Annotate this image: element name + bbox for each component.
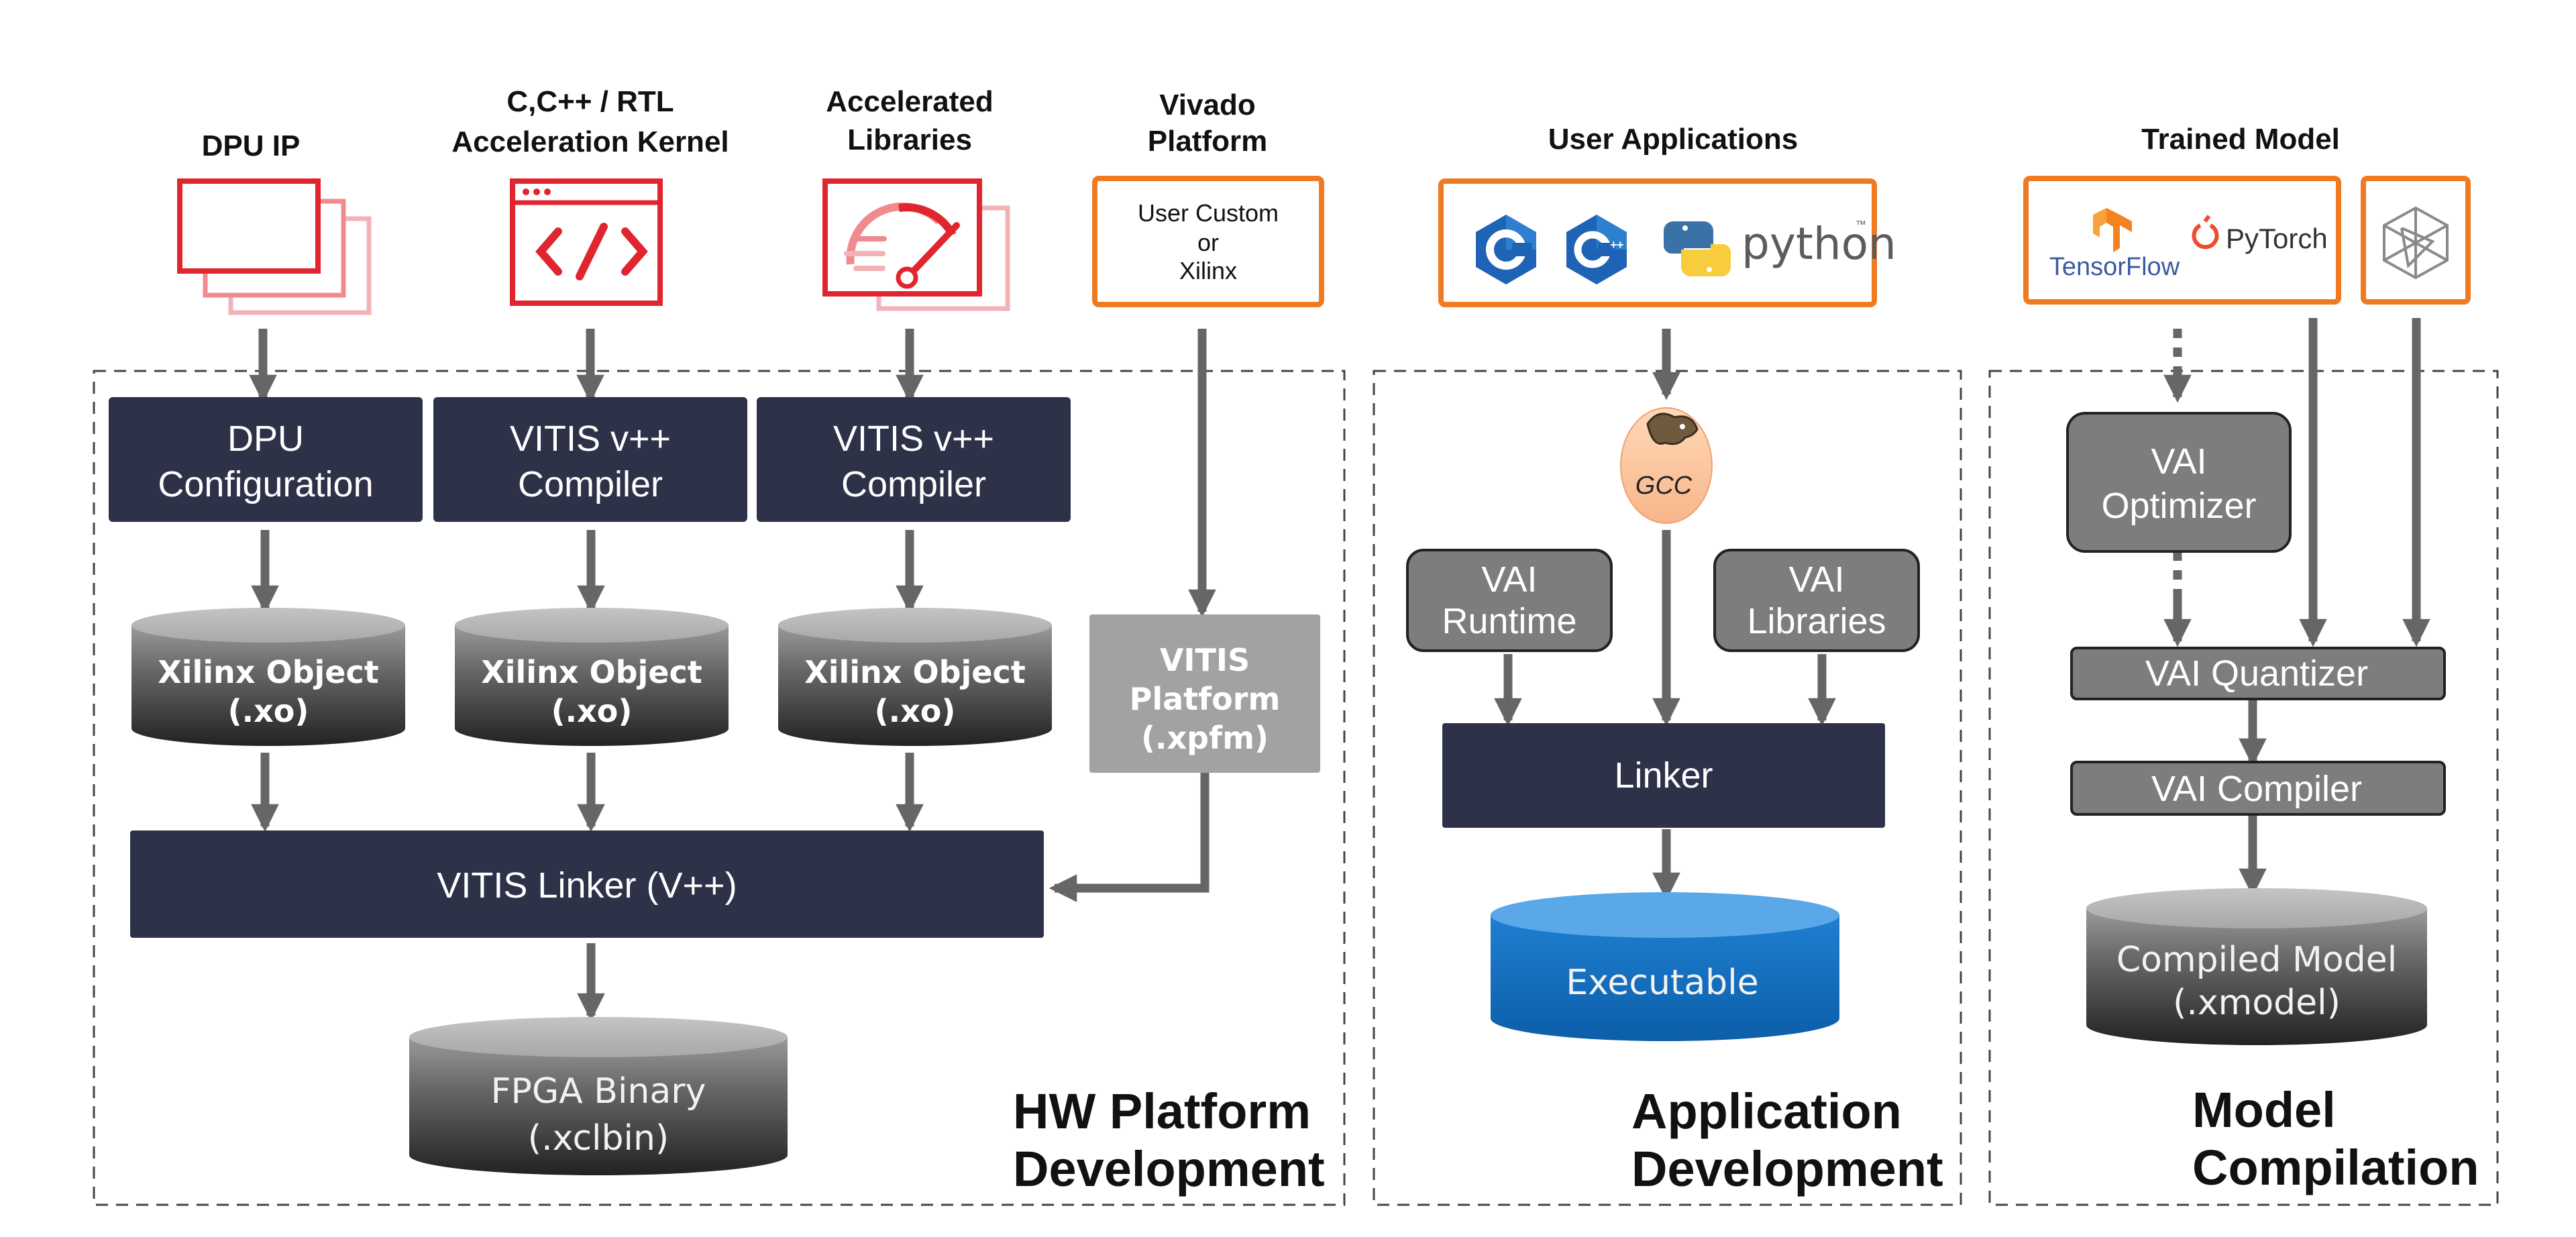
code-window-icon <box>510 178 663 306</box>
compiled-model-cylinder <box>2086 888 2427 1045</box>
header-vivado-line2: Platform <box>1148 125 1267 158</box>
app-linker-label: Linker <box>1614 755 1713 796</box>
onnx-logo-icon <box>2383 206 2449 280</box>
vitis-compiler-box-1 <box>433 397 747 522</box>
compiled-model-line1: Compiled Model <box>2116 940 2397 980</box>
dpu-ip-icon <box>177 178 372 315</box>
vitis-compiler-1-line1: VITIS v++ <box>510 419 671 459</box>
flow-arrows <box>249 318 2430 1022</box>
xilinx-object-1-line1: Xilinx Object <box>158 654 378 690</box>
vai-compiler-label: VAI Compiler <box>2151 769 2362 809</box>
header-kernel-line1: C,C++ / RTL <box>506 85 674 118</box>
fpga-binary-cylinder <box>409 1017 788 1175</box>
vai-quantizer-label: VAI Quantizer <box>2145 653 2368 694</box>
cpp-language-icon: + + <box>1566 215 1627 284</box>
vivado-box-line1: User Custom <box>1138 199 1279 227</box>
header-dpu-ip: DPU IP <box>202 129 301 162</box>
vitis-compiler-1-line2: Compiler <box>518 464 663 504</box>
dpu-configuration-line1: DPU <box>227 419 304 459</box>
vitis-linker-label: VITIS Linker (V++) <box>437 865 737 906</box>
speedometer-library-icon <box>822 178 1010 311</box>
vai-libraries-line2: Libraries <box>1747 601 1886 641</box>
xilinx-object-2-line1: Xilinx Object <box>481 654 702 690</box>
user-applications-box <box>1438 178 1877 307</box>
xilinx-object-2-line2: (.xo) <box>551 693 633 729</box>
vitis-compiler-box-2 <box>757 397 1071 522</box>
python-trademark: ™ <box>1856 219 1866 231</box>
svg-text:+: + <box>1610 238 1617 252</box>
tensorflow-label: TensorFlow <box>2049 253 2180 281</box>
compiled-model-line2: (.xmodel) <box>2173 983 2341 1023</box>
header-libs-line2: Libraries <box>847 123 972 156</box>
pytorch-logo-icon <box>2192 215 2219 250</box>
vitis-linker-box <box>130 830 1044 938</box>
vitis-compiler-2-line2: Compiler <box>841 464 986 504</box>
xilinx-object-3-line1: Xilinx Object <box>804 654 1025 690</box>
vai-libraries-line1: VAI <box>1788 559 1844 600</box>
header-vivado-line1: Vivado <box>1159 89 1255 121</box>
vivado-platform-box <box>1092 176 1324 307</box>
model-compilation-title-line2: Compilation <box>2192 1140 2479 1195</box>
python-logo-icon <box>1664 221 1731 276</box>
fpga-binary-line2: (.xclbin) <box>528 1118 669 1159</box>
executable-cylinder <box>1491 892 1839 1041</box>
dpu-configuration-line2: Configuration <box>158 464 373 504</box>
vai-libraries-box <box>1713 549 1920 652</box>
vai-runtime-box <box>1406 549 1613 652</box>
app-development-title-line2: Development <box>1631 1141 1943 1197</box>
vai-optimizer-line1: VAI <box>2151 441 2206 482</box>
vivado-box-line2: or <box>1197 229 1219 256</box>
vivado-box-line3: Xilinx <box>1179 257 1237 284</box>
executable-label: Executable <box>1566 963 1758 1003</box>
vai-compiler-box <box>2070 761 2446 816</box>
header-trained-model: Trained Model <box>2141 123 2340 156</box>
python-wordmark: python <box>1741 218 1896 270</box>
model-compilation-frame <box>1988 370 2499 1206</box>
header-libs-line1: Accelerated <box>826 85 993 118</box>
xilinx-object-1-line2: (.xo) <box>228 693 309 729</box>
vai-optimizer-line2: Optimizer <box>2101 486 2256 526</box>
xilinx-object-cylinder-1 <box>131 608 405 746</box>
svg-text:+: + <box>1617 238 1624 252</box>
hw-platform-title-line1: HW Platform <box>1013 1083 1311 1139</box>
vitis-platform-line1: VITIS <box>1160 642 1250 678</box>
pytorch-label: PyTorch <box>2226 223 2328 254</box>
c-language-icon <box>1476 215 1536 284</box>
vitis-platform-box <box>1089 614 1320 773</box>
tensorflow-logo-icon <box>2093 208 2132 252</box>
xilinx-object-cylinder-2 <box>455 608 729 746</box>
vai-runtime-line2: Runtime <box>1442 601 1576 641</box>
xilinx-object-3-line2: (.xo) <box>875 693 956 729</box>
header-user-applications: User Applications <box>1548 123 1798 156</box>
vai-runtime-line1: VAI <box>1481 559 1537 600</box>
gcc-logo-icon <box>1620 407 1713 524</box>
app-development-title-line1: Application <box>1631 1083 1902 1139</box>
hw-platform-title-line2: Development <box>1013 1141 1325 1197</box>
xilinx-object-cylinder-3 <box>778 608 1052 746</box>
vai-optimizer-box <box>2066 412 2292 553</box>
vitis-platform-line3: (.xpfm) <box>1141 720 1269 756</box>
vitis-compiler-2-line1: VITIS v++ <box>833 419 994 459</box>
header-kernel-line2: Acceleration Kernel <box>451 125 729 158</box>
app-linker-box <box>1442 723 1885 828</box>
gcc-label: GCC <box>1635 472 1693 500</box>
fpga-binary-line1: FPGA Binary <box>491 1071 706 1112</box>
vai-quantizer-box <box>2070 647 2446 700</box>
vitis-platform-line2: Platform <box>1130 681 1281 717</box>
dpu-configuration-box <box>109 397 423 522</box>
model-compilation-title-line1: Model <box>2192 1082 2336 1138</box>
hw-platform-frame <box>93 370 1346 1206</box>
